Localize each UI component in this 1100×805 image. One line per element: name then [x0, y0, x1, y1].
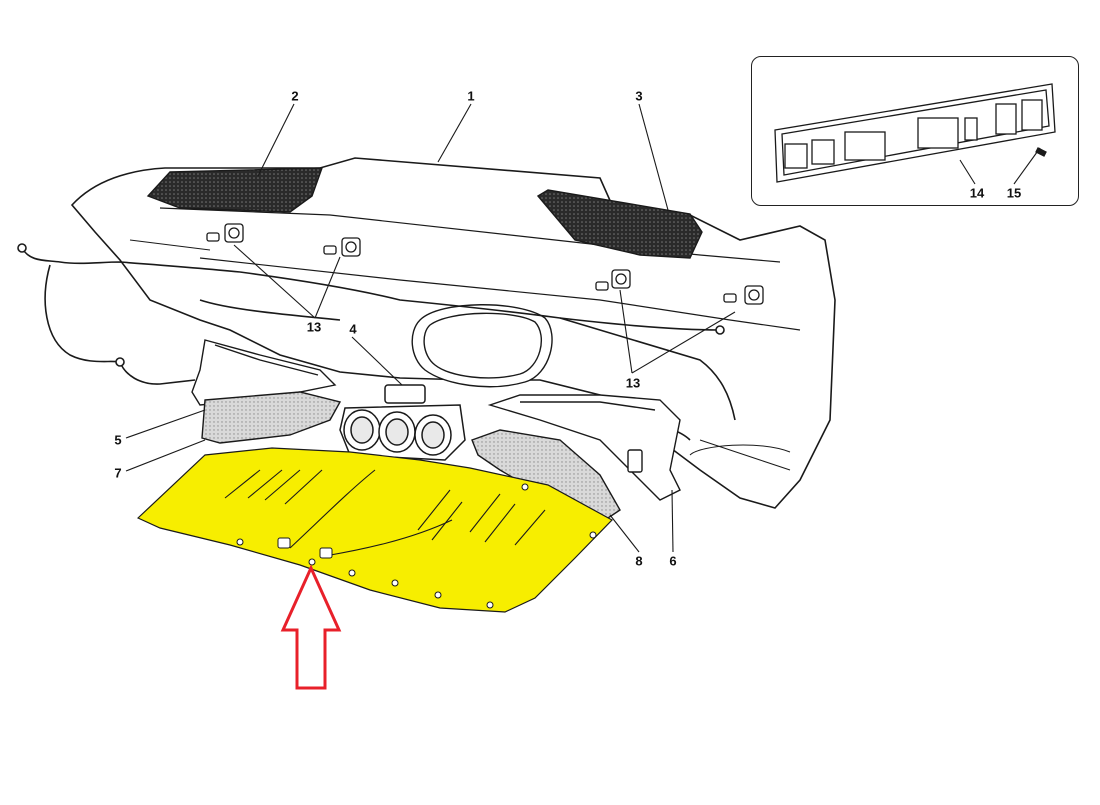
left-bracket [191, 339, 337, 406]
callout-13-left: 13 [306, 319, 322, 335]
callout-3: 3 [635, 88, 643, 104]
callout-13-right: 13 [625, 375, 641, 391]
callout-4: 4 [349, 321, 357, 337]
callout-6: 6 [669, 553, 677, 569]
left-duct [201, 391, 342, 444]
inset-detail-frame [751, 56, 1079, 206]
callout-8: 8 [635, 553, 643, 569]
right-mesh-grille [536, 189, 703, 259]
callout-2: 2 [291, 88, 299, 104]
callout-14: 14 [969, 185, 985, 201]
callout-5: 5 [114, 432, 122, 448]
parking-sensors [206, 223, 764, 305]
inset-detail-plate [774, 83, 1056, 183]
underbody-panel-highlighted [136, 447, 613, 613]
leader-lines [125, 103, 1041, 553]
right-bracket [487, 394, 681, 501]
central-opening [411, 304, 553, 388]
callout-7: 7 [114, 465, 122, 481]
exhaust-tips [339, 384, 466, 461]
left-mesh-grille [146, 167, 324, 213]
right-duct [471, 429, 621, 521]
callout-1: 1 [467, 88, 475, 104]
callout-15: 15 [1006, 185, 1022, 201]
pointer-arrow-icon [280, 564, 342, 690]
